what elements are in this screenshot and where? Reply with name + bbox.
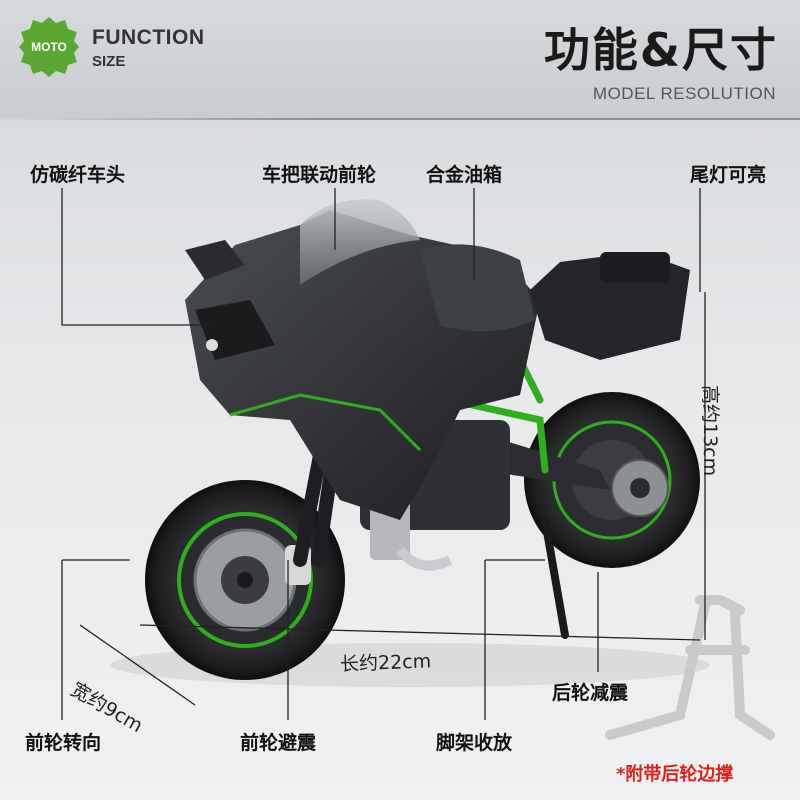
badge-shape-icon (19, 17, 79, 77)
label-tail-light: 尾灯可亮 (690, 164, 767, 186)
function-subtitle: SIZE (92, 53, 126, 70)
function-title: FUNCTION (92, 26, 205, 49)
front-wheel (145, 480, 345, 680)
label-rear-suspension: 后轮减震 (552, 682, 629, 704)
page-title: 功能&尺寸 (543, 23, 778, 77)
label-alloy-tank: 合金油箱 (426, 164, 503, 186)
label-carbon-head: 仿碳纤车头 (30, 164, 126, 186)
dimension-length: 长约22cm (339, 650, 432, 676)
label-kickstand: 脚架收放 (436, 732, 513, 754)
header-banner: MOTO FUNCTION SIZE 功能&尺寸 MODEL RESOLUTIO… (0, 0, 800, 118)
badge-label: MOTO (31, 40, 67, 54)
label-front-suspension: 前轮避震 (240, 732, 317, 754)
accessory-note: *附带后轮边撑 (616, 764, 734, 785)
header-divider (0, 118, 800, 120)
resolution-subtitle: MODEL RESOLUTION (592, 84, 776, 103)
rear-wheel (524, 392, 700, 568)
label-front-steering: 前轮转向 (25, 732, 102, 754)
dimension-height: 高约13cm (699, 385, 721, 477)
rear-stand (605, 595, 775, 740)
moto-badge: MOTO (18, 16, 80, 78)
label-handlebar-linked: 车把联动前轮 (262, 164, 377, 186)
